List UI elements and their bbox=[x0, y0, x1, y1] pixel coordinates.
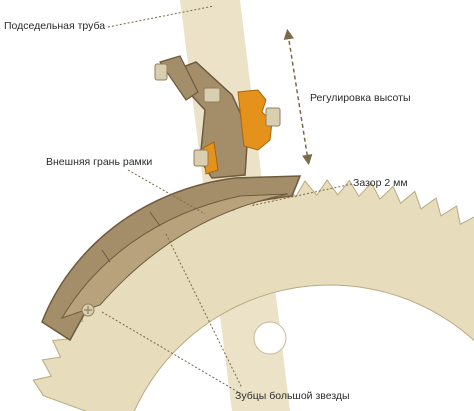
label-gap: Зазор 2 мм bbox=[353, 177, 408, 189]
bolt-arm bbox=[154, 63, 168, 81]
chainring-hole bbox=[254, 322, 286, 354]
leader-teeth-2 bbox=[165, 233, 243, 389]
bolt-top bbox=[203, 87, 221, 103]
label-big-chainring-teeth: Зубцы большой звезды bbox=[235, 390, 350, 402]
label-seat-tube: Подседельная труба bbox=[4, 20, 106, 32]
height-arrow bbox=[283, 28, 313, 166]
leader-gap bbox=[249, 183, 353, 207]
leader-frame-edge bbox=[127, 169, 206, 215]
bolt-right bbox=[265, 107, 281, 127]
cage-seam-1 bbox=[101, 249, 111, 263]
label-frame-outer-edge: Внешняя грань рамки bbox=[46, 156, 153, 168]
bolt-left bbox=[193, 149, 209, 167]
cage-bolt-cross bbox=[84, 306, 92, 314]
derailleur-arm bbox=[159, 55, 199, 101]
chainring-hole-edge bbox=[253, 321, 287, 355]
cage-seam-2 bbox=[149, 211, 161, 227]
label-height-adjustment: Регулировка высоты bbox=[310, 92, 411, 104]
